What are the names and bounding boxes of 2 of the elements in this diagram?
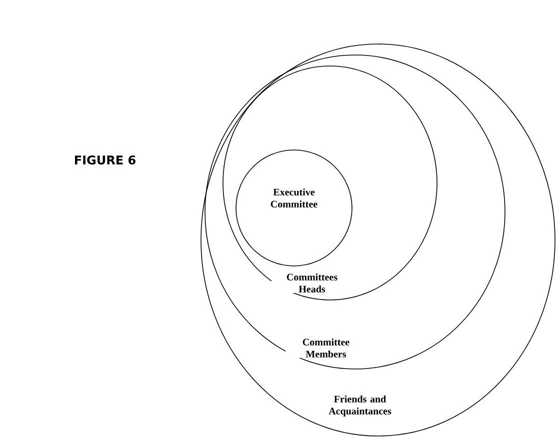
figure-label: FIGURE 6 xyxy=(75,155,136,165)
ring: Executive Committee xyxy=(236,150,352,266)
